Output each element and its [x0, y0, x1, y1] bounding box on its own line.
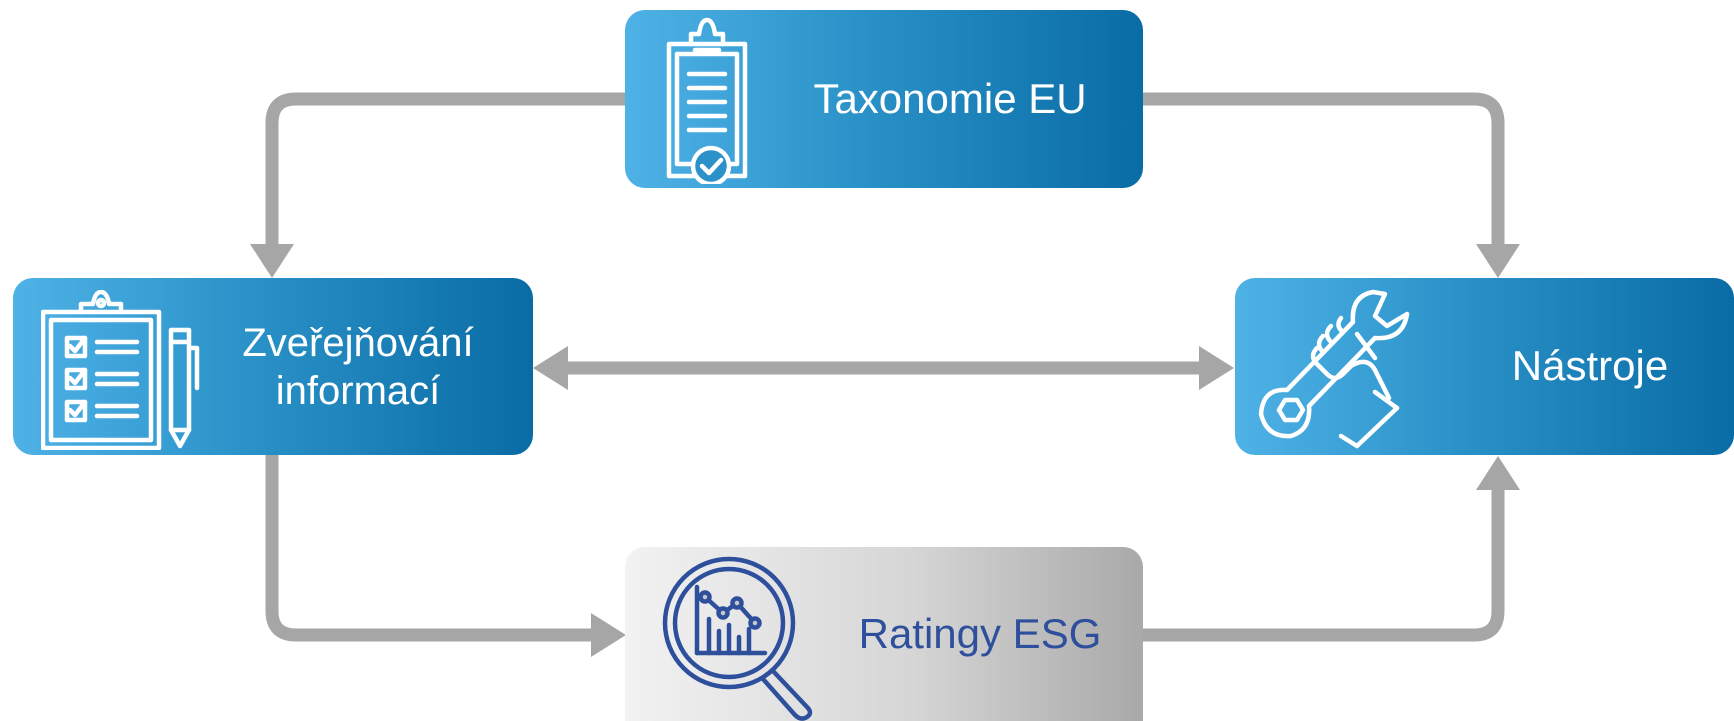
arrowhead-nastroje-bottom — [1476, 456, 1520, 490]
node-taxonomie-eu-label: Taxonomie EU — [813, 74, 1087, 122]
connector-taxonomie-to-nastroje — [1142, 92, 1505, 248]
node-ratingy-esg: Ratingy ESG — [625, 547, 1143, 721]
node-ratingy-esg-label: Ratingy ESG — [858, 609, 1102, 657]
connector-zverejnovani-to-ratingy — [265, 455, 595, 642]
node-zverejnovani-informaci: Zveřejňování informací — [13, 278, 533, 455]
checklist-pencil-icon — [41, 290, 200, 450]
connector-ratingy-to-nastroje — [1142, 485, 1505, 642]
node-zverejnovani-label-line2: informací — [275, 368, 441, 413]
wrench-hand-icon — [1258, 289, 1410, 449]
node-nastroje: Nástroje — [1235, 278, 1734, 455]
node-zverejnovani-label-line1: Zveřejňování — [242, 320, 474, 365]
connector-taxonomie-to-zverejnovani — [265, 92, 626, 248]
node-zverejnovani-label: Zveřejňování informací — [208, 278, 508, 455]
arrowhead-zverejnovani-right — [533, 346, 568, 390]
node-nastroje-label: Nástroje — [1511, 342, 1669, 390]
clipboard-check-icon — [666, 17, 748, 184]
node-taxonomie-eu: Taxonomie EU — [625, 10, 1143, 188]
arrowhead-ratingy-left — [591, 613, 626, 657]
arrowhead-zverejnovani-top — [250, 244, 294, 278]
arrowhead-nastroje-top — [1476, 244, 1520, 278]
magnifier-chart-icon — [662, 556, 813, 721]
arrowhead-nastroje-left — [1199, 346, 1234, 390]
